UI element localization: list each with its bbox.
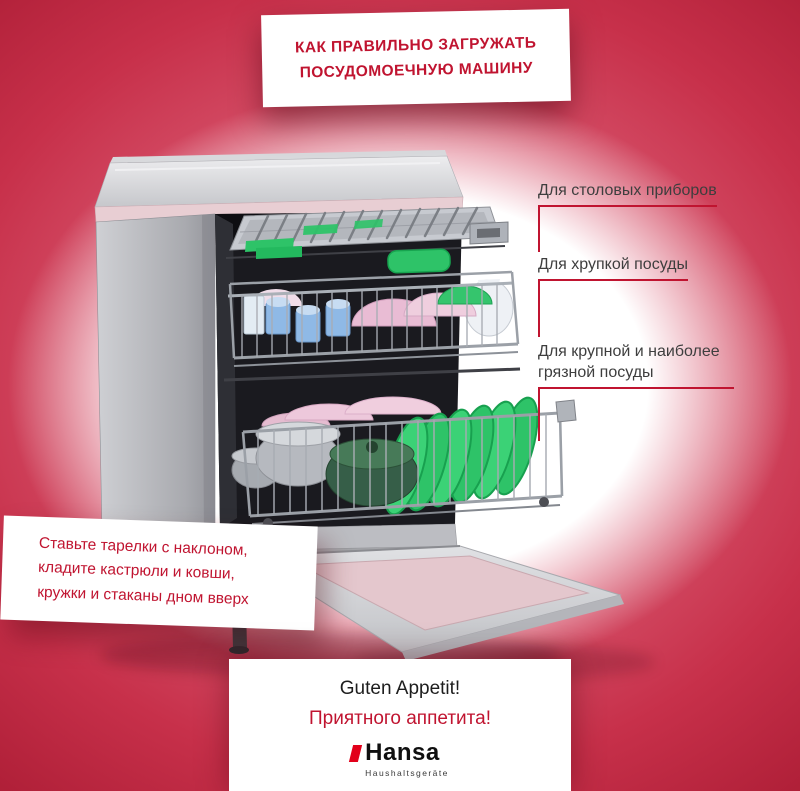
upper-rack-fragile-dishes <box>223 248 521 382</box>
annotation-cutlery-pointer-line <box>538 207 540 253</box>
brand-subtitle: Haushaltsgeräte <box>365 768 449 778</box>
annotation-fragile-pointer-line <box>538 281 540 338</box>
title-line-2: ПОСУДОМОЕЧНУЮ МАШИНУ <box>299 59 533 81</box>
hansa-logo: Hansa Haushaltsgeräte <box>229 741 571 778</box>
title-line-1: КАК ПРАВИЛЬНО ЗАГРУЖАТЬ <box>294 33 537 57</box>
annotation-cutlery: Для столовых приборов <box>538 180 717 253</box>
annotation-fragile-label: Для хрупкой посуды <box>538 254 688 282</box>
annotation-large-dishes: Для крупной и наиболее грязной посуды <box>538 341 734 442</box>
lower-rack-large-dishes <box>231 396 577 528</box>
footer-card: Guten Appetit! Приятного аппетита! Hansa… <box>229 659 571 791</box>
brand-name: Hansa <box>365 739 440 766</box>
greeting-german: Guten Appetit! <box>339 678 461 699</box>
annotation-cutlery-label: Для столовых приборов <box>538 180 717 208</box>
dishwasher-open-door <box>248 545 624 661</box>
annotation-large-dishes-label: Для крупной и наиболее грязной посуды <box>538 341 734 390</box>
cutlery-tray <box>225 206 509 259</box>
hansa-logo-mark-icon <box>349 745 363 762</box>
annotation-large-dishes-pointer-line <box>538 389 540 442</box>
title-card: КАК ПРАВИЛЬНО ЗАГРУЖАТЬ ПОСУДОМОЕЧНУЮ МА… <box>261 8 571 108</box>
tip-card: Ставьте тарелки с наклоном, кладите каст… <box>0 515 318 631</box>
annotation-fragile: Для хрупкой посуды <box>538 254 688 338</box>
greeting-russian: Приятного аппетита! <box>309 708 491 729</box>
